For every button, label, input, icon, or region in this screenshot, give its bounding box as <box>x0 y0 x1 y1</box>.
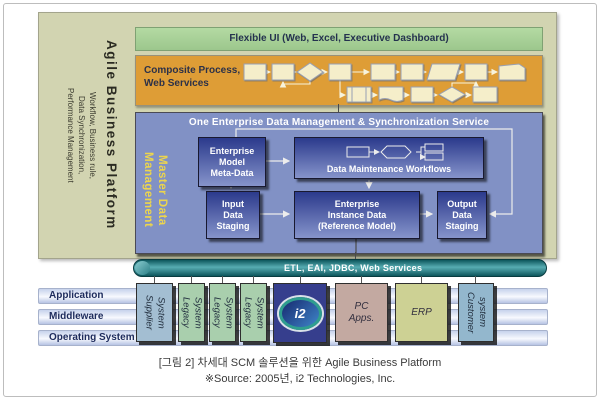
figure-source: ※Source: 2005년, i2 Technologies, Inc. <box>204 373 396 385</box>
connector-line <box>154 276 155 284</box>
master-data-management-label: Master Data Management <box>142 152 168 228</box>
platform-rail: Agile Business Platform Workflow, Busine… <box>46 18 124 251</box>
system-i2: i2 <box>273 283 327 343</box>
composite-process-band: Composite Process, Web Services <box>135 55 543 106</box>
system-legacy-2: Legacy System <box>209 283 236 342</box>
connector-line <box>222 276 223 284</box>
system-legacy-1: Legacy System <box>178 283 205 342</box>
edm-connectors <box>227 128 513 253</box>
connector-line <box>475 276 476 284</box>
integration-bus: ETL, EAI, JDBC, Web Services <box>133 259 547 277</box>
edm-box-enterprise-instance-data: Enterprise Instance Data (Reference Mode… <box>294 191 420 239</box>
integration-bus-label: ETL, EAI, JDBC, Web Services <box>284 263 423 273</box>
edm-box-output-data-staging: Output Data Staging <box>437 191 487 239</box>
system-erp: ERP <box>395 283 448 342</box>
edm-box-input-data-staging: Input Data Staging <box>206 191 260 239</box>
layer-application-label: Application <box>49 290 104 301</box>
workflow-mini-diagram <box>346 143 444 162</box>
composite-process-label: Composite Process, Web Services <box>144 65 241 89</box>
edm-box-enterprise-model-meta-data: Enterprise Model Meta-Data <box>198 137 266 187</box>
layer-operating-system-label: Operating System <box>49 332 135 343</box>
system-pc-apps: PC Apps. <box>335 283 388 342</box>
composite-process-flowchart <box>243 62 526 103</box>
i2-logo: i2 <box>278 296 322 330</box>
figure-caption-block: [그림 2] 차세대 SCM 솔루션을 위한 Agile Business Pl… <box>0 355 600 387</box>
connector-edm-to-bus <box>355 252 356 260</box>
figure-border <box>3 3 597 397</box>
connector-line <box>361 276 362 284</box>
connector-line <box>191 276 192 284</box>
system-customer: Customer system <box>458 283 494 342</box>
connector-line <box>300 276 301 284</box>
system-supplier: Supplier System <box>136 283 173 342</box>
edm-header: One Enterprise Data Management & Synchro… <box>188 117 490 128</box>
layer-middleware-label: Middleware <box>49 311 104 322</box>
platform-title: Agile Business Platform <box>104 39 119 230</box>
bus-cylinder-cap <box>135 261 150 275</box>
connector-line <box>421 276 422 284</box>
edm-panel: One Enterprise Data Management & Synchro… <box>135 112 543 254</box>
figure-caption: [그림 2] 차세대 SCM 솔루션을 위한 Agile Business Pl… <box>158 357 442 369</box>
platform-subtitle: Workflow, Business rule, Data Synchroniz… <box>66 88 97 183</box>
edm-box-data-maintenance-workflows: Data Maintenance Workflows <box>294 137 484 179</box>
connector-line <box>253 276 254 284</box>
system-legacy-3: Legacy System <box>240 283 267 342</box>
connector-composite-to-edm <box>338 104 339 112</box>
flexible-ui-bar: Flexible UI (Web, Excel, Executive Dashb… <box>135 27 543 51</box>
